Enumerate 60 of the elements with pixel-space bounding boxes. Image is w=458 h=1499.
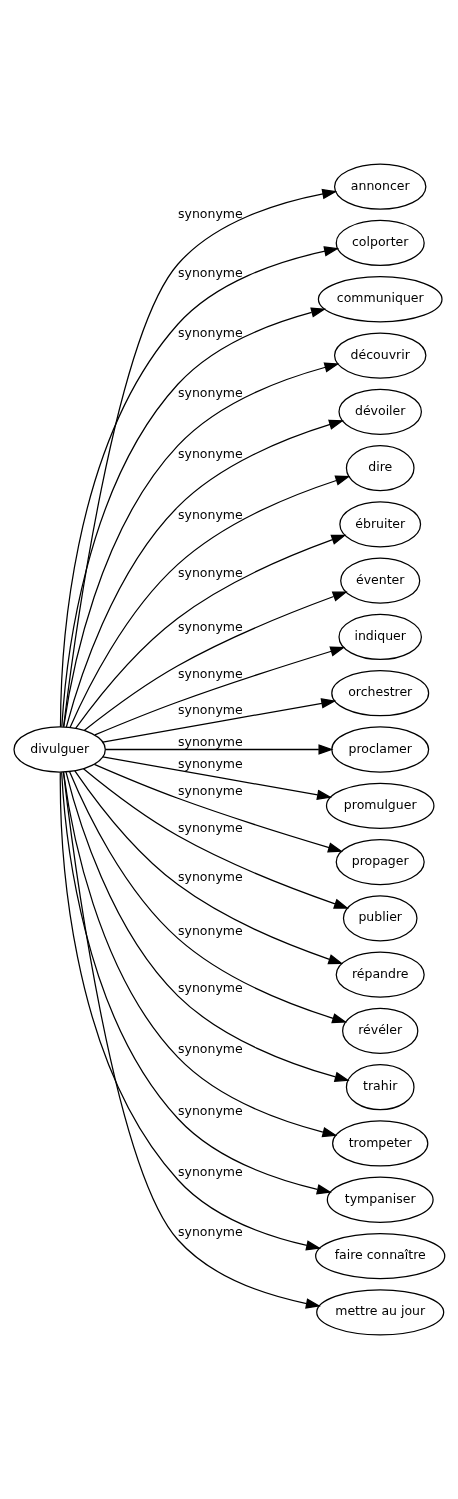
arrow xyxy=(82,768,349,909)
edge-label: synonyme xyxy=(177,733,243,749)
edge-label: synonyme xyxy=(177,922,243,938)
arrow xyxy=(101,756,332,801)
edge-label: synonyme xyxy=(177,1041,243,1057)
node-ellipse: ébruiter xyxy=(338,501,421,548)
arrow xyxy=(62,771,337,1138)
node-ellipse: répandre xyxy=(335,951,425,998)
arrow xyxy=(93,646,345,736)
edge-label: synonyme xyxy=(177,324,243,340)
node-ellipse: éventer xyxy=(339,557,420,604)
arrow xyxy=(104,744,333,755)
node-ellipse: indiquer xyxy=(337,613,422,661)
edge-label: synonyme xyxy=(177,564,243,580)
edge-label: synonyme xyxy=(177,205,243,221)
node-ellipse: dévoiler xyxy=(337,388,422,435)
edge-label: synonyme xyxy=(177,507,243,523)
arrow xyxy=(83,591,348,731)
node-ellipse: trompeter xyxy=(331,1120,428,1167)
edge-label: synonyme xyxy=(177,868,243,884)
edge-label: synonyme xyxy=(177,264,243,280)
arrow xyxy=(68,475,350,729)
edge-label: synonyme xyxy=(177,820,243,836)
node-ellipse: dire xyxy=(345,444,415,492)
edge-label: synonyme xyxy=(177,446,243,462)
node-ellipse: colporter xyxy=(335,219,425,267)
arrow xyxy=(60,307,326,728)
node-ellipse: proclamer xyxy=(330,726,429,773)
arrow xyxy=(93,763,343,853)
node-ellipse: annoncer xyxy=(333,163,426,210)
edge-label: synonyme xyxy=(177,1224,243,1240)
node-ellipse: publier xyxy=(342,895,418,942)
edge-label: synonyme xyxy=(177,782,243,798)
arrow xyxy=(101,698,336,743)
arrow xyxy=(73,770,343,965)
node-ellipse: promulguer xyxy=(325,782,435,829)
node-ellipse: révéler xyxy=(341,1007,418,1055)
arrow xyxy=(68,770,347,1024)
node-ellipse: communiquer xyxy=(317,276,443,323)
node-ellipse: trahir xyxy=(345,1064,415,1111)
arrow xyxy=(62,362,339,728)
arrow xyxy=(60,771,332,1195)
node-ellipse: faire connaître xyxy=(314,1232,445,1280)
edge-label: synonyme xyxy=(177,702,243,718)
edge-label: synonyme xyxy=(177,384,243,400)
edge-label: synonyme xyxy=(177,1163,243,1179)
edge-label: synonyme xyxy=(177,756,243,772)
edge-label: synonyme xyxy=(177,666,243,682)
node-ellipse: tympaniser xyxy=(326,1176,434,1223)
node-ellipse: mettre au jour xyxy=(315,1289,444,1336)
node-ellipse: divulguer xyxy=(12,726,106,773)
arrow xyxy=(74,534,346,729)
edge-label: synonyme xyxy=(177,1102,243,1118)
arrow xyxy=(65,419,344,728)
edge-label: synonyme xyxy=(177,980,243,996)
node-ellipse: découvrir xyxy=(333,332,426,379)
edge-label: synonyme xyxy=(177,618,243,634)
node-ellipse: propager xyxy=(335,838,425,886)
arrow xyxy=(64,771,350,1082)
node-ellipse: orchestrer xyxy=(330,670,429,717)
